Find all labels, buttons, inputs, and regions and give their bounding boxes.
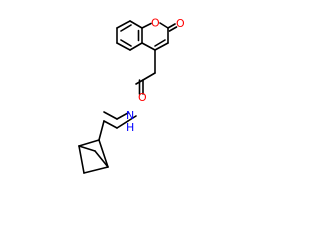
bond: [103, 120, 118, 129]
bond: [141, 22, 152, 29]
ring-oxygen-label: O: [151, 17, 160, 30]
amide-hydrogen-label: H: [126, 121, 134, 134]
bond-double-inner: [120, 24, 132, 32]
amide-carbonyl-oxygen-label: O: [138, 91, 147, 104]
bond-double-inner: [120, 39, 132, 47]
amide-nitrogen-label: N: [126, 109, 134, 122]
bond: [116, 20, 131, 29]
bond-double: [167, 23, 176, 29]
bond: [98, 139, 109, 168]
bond-bridge: [78, 145, 96, 152]
bond: [159, 22, 169, 29]
bond: [129, 42, 143, 51]
bond: [129, 20, 143, 29]
norbornane-cage: [78, 120, 109, 174]
benzene-ring: [116, 20, 143, 51]
bond: [116, 42, 131, 51]
structure-canvas: O O O N H: [78, 17, 185, 174]
pyranone-ring: [141, 22, 178, 51]
lactone-carbonyl-oxygen-label: O: [176, 17, 185, 30]
bond: [142, 72, 156, 81]
bond-double-inner: [154, 39, 166, 47]
bond: [135, 79, 144, 85]
bond-double: [168, 26, 178, 32]
bond: [141, 42, 156, 51]
bond-bridge: [94, 150, 109, 168]
molecule-drawing: O O O N H: [78, 17, 185, 174]
ethyl-linker: [103, 115, 137, 129]
acetamide-chain: [103, 49, 156, 120]
bond: [116, 120, 129, 129]
bond: [83, 166, 109, 174]
bond: [78, 139, 100, 147]
bond: [154, 42, 169, 51]
bond: [98, 120, 105, 141]
bond: [116, 112, 129, 120]
bond: [127, 115, 137, 122]
bond: [78, 145, 85, 174]
bond: [103, 111, 118, 120]
